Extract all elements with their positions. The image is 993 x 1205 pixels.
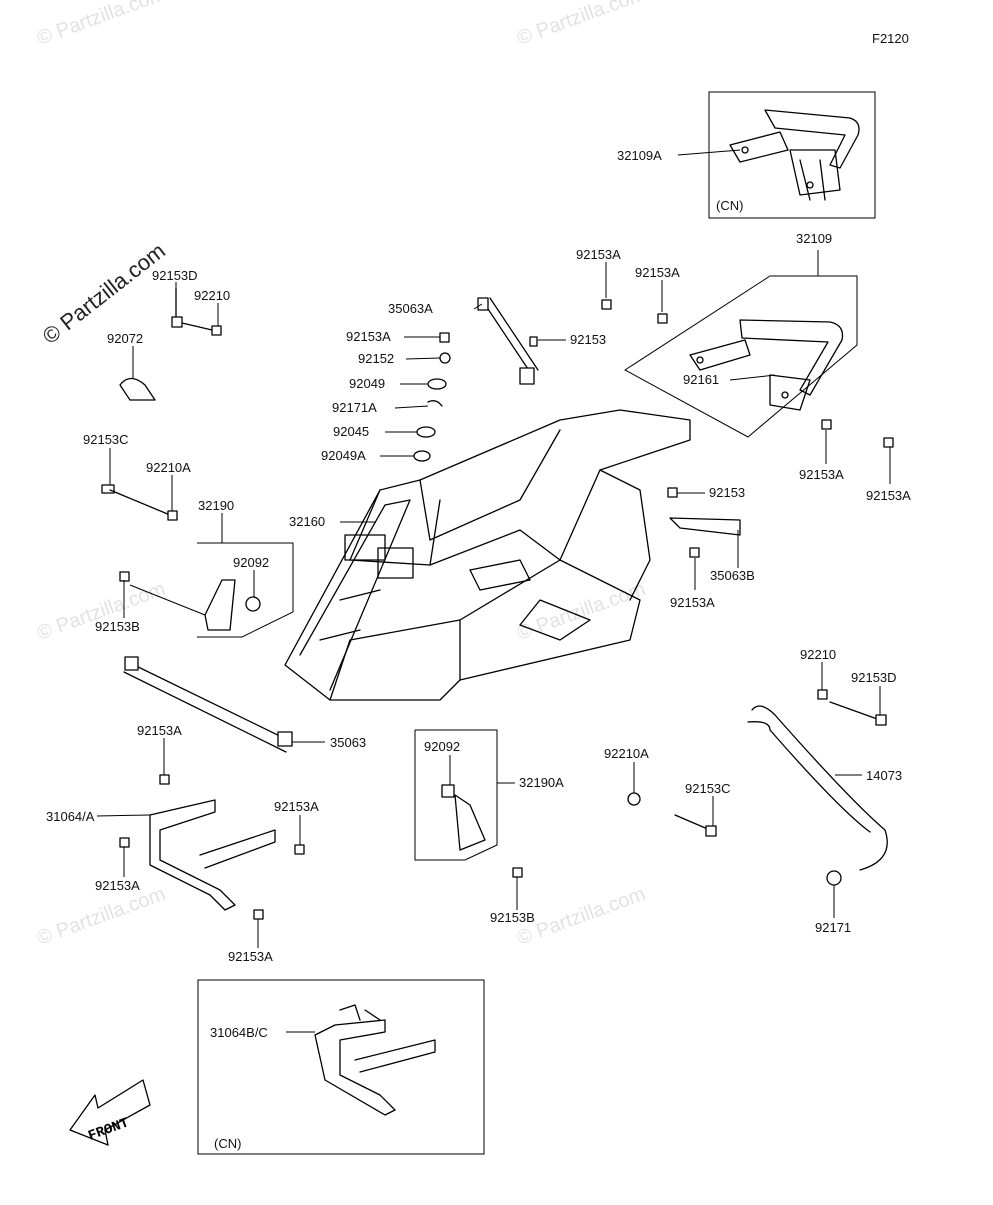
label-92153A: 92153A [137,723,182,738]
label-92153D: 92153D [851,670,897,685]
label-92153A: 92153A [576,247,621,262]
label-14073: 14073 [866,768,902,783]
label-92171: 92171 [815,920,851,935]
label-92153D: 92153D [152,268,198,283]
label-92210A: 92210A [146,460,191,475]
label-92049: 92049 [349,376,385,391]
front-arrow: FRONT [69,1079,151,1146]
label-92045: 92045 [333,424,369,439]
label-35063A: 35063A [388,301,433,316]
inset-box-31064BC [197,979,485,1155]
label-92153A: 92153A [635,265,680,280]
label-92171A: 92171A [332,400,377,415]
part-labels: 32109A (CN) 32109 92153A 92153A 35063A 9… [46,148,911,1151]
hardware [101,287,894,1116]
label-cn: (CN) [214,1136,241,1151]
label-31064BC: 31064B/C [210,1025,268,1040]
watermark: © Partzilla.com [34,0,168,50]
label-92092: 92092 [424,739,460,754]
group-box-32190A [414,729,498,861]
label-35063B: 35063B [710,568,755,583]
label-92153B: 92153B [95,619,140,634]
label-32160: 32160 [289,514,325,529]
label-92153A: 92153A [346,329,391,344]
label-92072: 92072 [107,331,143,346]
label-92153A: 92153A [799,467,844,482]
label-92161: 92161 [683,372,719,387]
label-92153B: 92153B [490,910,535,925]
watermark-logo: © Partzilla.com [38,238,170,349]
guard-32109A [729,109,860,201]
label-31064A: 31064/A [46,809,95,824]
guard-32109 [689,319,844,411]
label-92210: 92210 [800,647,836,662]
label-92049A: 92049A [321,448,366,463]
group-box-32190 [197,542,294,638]
watermarks: © Partzilla.com © Partzilla.com © Partzi… [34,0,648,950]
label-92153C: 92153C [83,432,129,447]
label-92153A: 92153A [866,488,911,503]
label-32109: 32109 [796,231,832,246]
watermark: © Partzilla.com [514,578,648,645]
label-32190A: 32190A [519,775,564,790]
label-92210A: 92210A [604,746,649,761]
label-92153A: 92153A [670,595,715,610]
inset-box-32109A [708,91,876,219]
label-92153C: 92153C [685,781,731,796]
label-92153A: 92153A [228,949,273,964]
label-92153: 92153 [709,485,745,500]
figure-code: F2120 [872,31,909,46]
label-92210: 92210 [194,288,230,303]
frame-32160 [284,409,691,701]
label-32109A: 32109A [617,148,662,163]
label-35063: 35063 [330,735,366,750]
watermark: © Partzilla.com [34,578,168,645]
leader-lines [96,149,891,1033]
label-92153A: 92153A [274,799,319,814]
label-92153A: 92153A [95,878,140,893]
label-92092: 92092 [233,555,269,570]
label-92152: 92152 [358,351,394,366]
label-92153: 92153 [570,332,606,347]
watermark: © Partzilla.com [514,0,648,50]
group-box-32109 [624,275,858,438]
label-cn: (CN) [716,198,743,213]
label-32190: 32190 [198,498,234,513]
